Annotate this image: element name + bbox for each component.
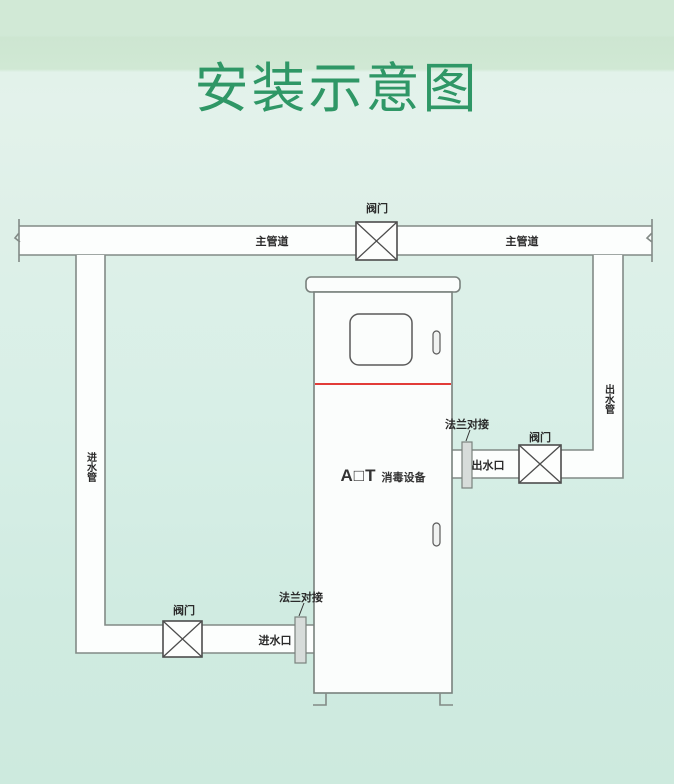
cabinet-foot-left	[313, 693, 327, 706]
pipe-break-left	[13, 219, 21, 262]
device-brand-text: A□T	[341, 466, 377, 485]
top-valve-x-icon	[355, 221, 398, 261]
main-pipe-label-left: 主管道	[256, 234, 289, 248]
right-flange-label: 法兰对接	[445, 417, 489, 431]
cabinet-top-cap	[305, 276, 461, 293]
inlet-port-label: 进水口	[259, 633, 292, 647]
inlet-pipe-outline	[75, 255, 314, 654]
inlet-pipe-label: 进水管	[85, 451, 98, 483]
bottom-flange-leader-line	[298, 602, 305, 617]
inlet-pipe-body	[76, 255, 314, 653]
cabinet-handle-bottom	[432, 522, 441, 547]
cabinet-handle-top	[432, 330, 441, 355]
right-valve-x-icon	[518, 444, 562, 484]
cabinet-body	[313, 291, 453, 694]
bottom-valve-x-icon	[162, 620, 203, 658]
bottom-valve	[162, 620, 203, 658]
bottom-flange-label: 法兰对接	[279, 590, 323, 604]
top-valve-label: 阀门	[366, 201, 388, 215]
right-valve	[518, 444, 562, 484]
inlet-pipe	[75, 255, 314, 654]
main-pipe	[13, 219, 653, 262]
device-name-text: 消毒设备	[381, 470, 426, 484]
outlet-pipe-outline	[452, 255, 624, 479]
device-label: A□T 消毒设备	[341, 466, 427, 485]
cabinet-window	[349, 313, 413, 366]
right-flange-leader-line	[465, 429, 471, 442]
bottom-valve-label: 阀门	[173, 603, 195, 617]
main-pipe-label-right: 主管道	[506, 234, 539, 248]
bottom-flange	[294, 616, 307, 664]
pipe-break-right	[645, 219, 653, 262]
outlet-port-label: 出水口	[472, 458, 505, 472]
right-flange	[461, 441, 473, 489]
right-valve-label: 阀门	[529, 430, 551, 444]
page-title: 安装示意图	[194, 59, 480, 119]
outlet-pipe-label: 出水管	[603, 383, 616, 415]
main-pipe-outline	[19, 225, 652, 256]
cabinet-foot-right	[439, 693, 453, 706]
device-cabinet: A□T 消毒设备	[305, 276, 461, 706]
main-pipe-body	[19, 226, 652, 255]
top-valve	[355, 221, 398, 261]
